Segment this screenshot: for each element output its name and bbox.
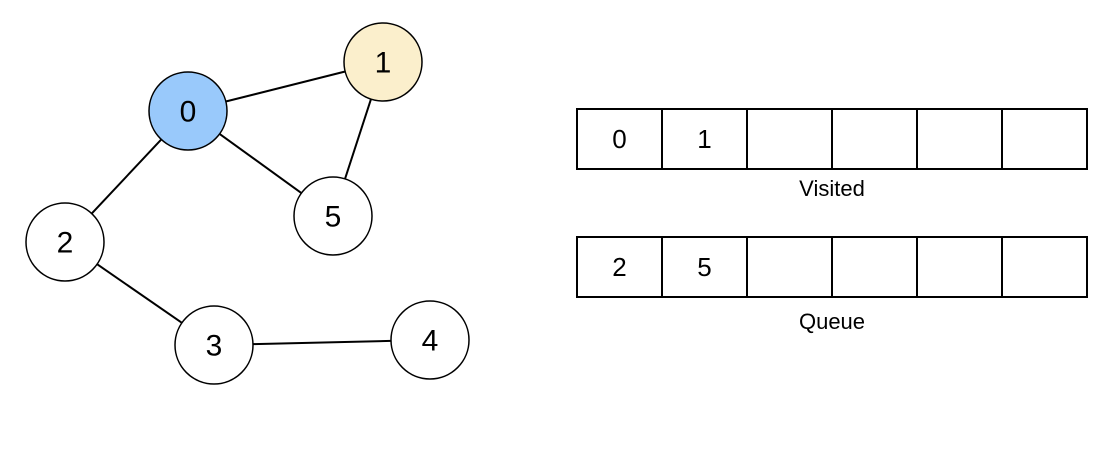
queue-array: 2 5 — [576, 236, 1088, 298]
node-0: 0 — [148, 71, 228, 151]
node-4: 4 — [390, 300, 470, 380]
node-circle — [390, 300, 470, 380]
visited-cell — [748, 110, 833, 168]
queue-caption: Queue — [798, 309, 866, 334]
visited-cell — [918, 110, 1003, 168]
node-label: 5 — [325, 201, 342, 234]
node-circle — [25, 202, 105, 282]
node-label: 1 — [375, 47, 392, 80]
edge-0-2 — [90, 138, 163, 215]
node-label: 0 — [180, 96, 197, 129]
edge-3-4 — [252, 339, 392, 346]
graph-edges — [90, 70, 392, 346]
edge-2-3 — [96, 263, 183, 324]
node-label: 4 — [422, 325, 439, 358]
edge-0-5 — [219, 133, 302, 194]
node-circle — [293, 176, 373, 256]
queue-cell — [748, 238, 833, 296]
queue-cell — [833, 238, 918, 296]
visited-cell — [833, 110, 918, 168]
visited-array: 0 1 — [576, 108, 1088, 170]
queue-cell — [1003, 238, 1086, 296]
visited-cell: 0 — [578, 110, 663, 168]
node-circle — [343, 22, 423, 102]
node-2: 2 — [25, 202, 105, 282]
visited-caption: Visited — [799, 176, 865, 201]
edge-1-5 — [344, 98, 372, 180]
queue-cell — [918, 238, 1003, 296]
node-5: 5 — [293, 176, 373, 256]
node-circle — [174, 305, 254, 385]
node-label: 2 — [57, 227, 74, 260]
queue-cell: 5 — [663, 238, 748, 296]
node-3: 3 — [174, 305, 254, 385]
visited-cell — [1003, 110, 1086, 168]
queue-cell: 2 — [578, 238, 663, 296]
edge-0-1 — [225, 70, 346, 103]
node-circle — [148, 71, 228, 151]
node-1: 1 — [343, 22, 423, 102]
graph-diagram: 0 1 2 3 4 5 — [25, 22, 470, 385]
graph-nodes: 0 1 2 3 4 5 — [25, 22, 470, 385]
visited-cell: 1 — [663, 110, 748, 168]
node-label: 3 — [206, 330, 223, 363]
